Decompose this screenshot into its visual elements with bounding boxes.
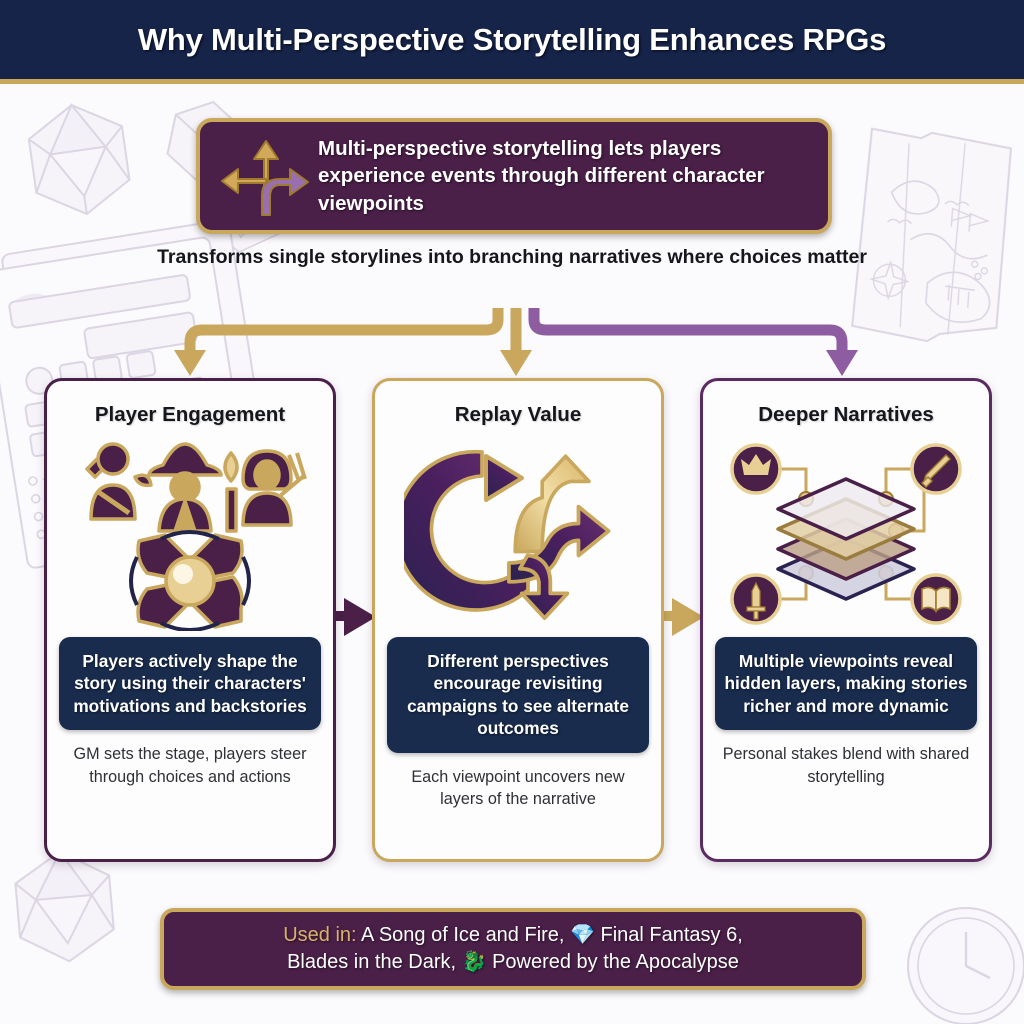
footer-text: Used in: A Song of Ice and Fire, 💎 Final… [283, 922, 743, 976]
card-caption-text: Personal stakes blend with shared storyt… [722, 745, 970, 786]
compass-watermark [907, 907, 1024, 1024]
d20-dice-watermark [27, 103, 131, 216]
card-caption-text: GM sets the stage, players steer through… [73, 745, 307, 786]
card-title: Player Engagement [94, 403, 286, 426]
card-replay-value[interactable]: Replay Value [372, 378, 664, 862]
page-header: Why Multi-Perspective Storytelling Enhan… [0, 0, 1024, 84]
card-highlight-text: Multiple viewpoints reveal hidden layers… [715, 637, 977, 731]
replay-branching-arrows-icon [387, 433, 649, 633]
footer-label: Used in: [283, 924, 357, 947]
page-title: Why Multi-Perspective Storytelling Enhan… [137, 21, 887, 57]
footer-line1: A Song of Ice and Fire, 💎 Final Fantasy … [356, 924, 743, 947]
branching-arrows-icon [214, 133, 318, 219]
connector-middle [500, 308, 532, 376]
treasure-map-watermark [851, 127, 1013, 343]
stacked-layers-icon [715, 433, 977, 633]
top-statement-banner: Multi-perspective storytelling lets play… [196, 118, 832, 234]
footer-line2: Blades in the Dark, 🐉 Powered by the Apo… [287, 951, 739, 973]
card-deeper-narratives[interactable]: Deeper Narratives [700, 378, 992, 862]
d20-dice-watermark-3 [14, 849, 115, 963]
connector-right [528, 308, 858, 376]
connector-left [174, 308, 504, 376]
card-title: Replay Value [454, 403, 582, 426]
footer-banner: Used in: A Song of Ice and Fire, 💎 Final… [160, 908, 866, 990]
party-of-adventurers-icon [59, 433, 321, 633]
card-title: Deeper Narratives [758, 403, 934, 426]
subtitle-text: Transforms single storylines into branch… [157, 246, 867, 268]
card-caption-text: Each viewpoint uncovers new layers of th… [411, 767, 625, 809]
card-highlight-text: Different perspectives encourage revisit… [387, 637, 649, 753]
top-banner-text: Multi-perspective storytelling lets play… [318, 137, 765, 215]
card-highlight-text: Players actively shape the story using t… [59, 637, 321, 731]
card-player-engagement[interactable]: Player Engagement [44, 378, 336, 862]
